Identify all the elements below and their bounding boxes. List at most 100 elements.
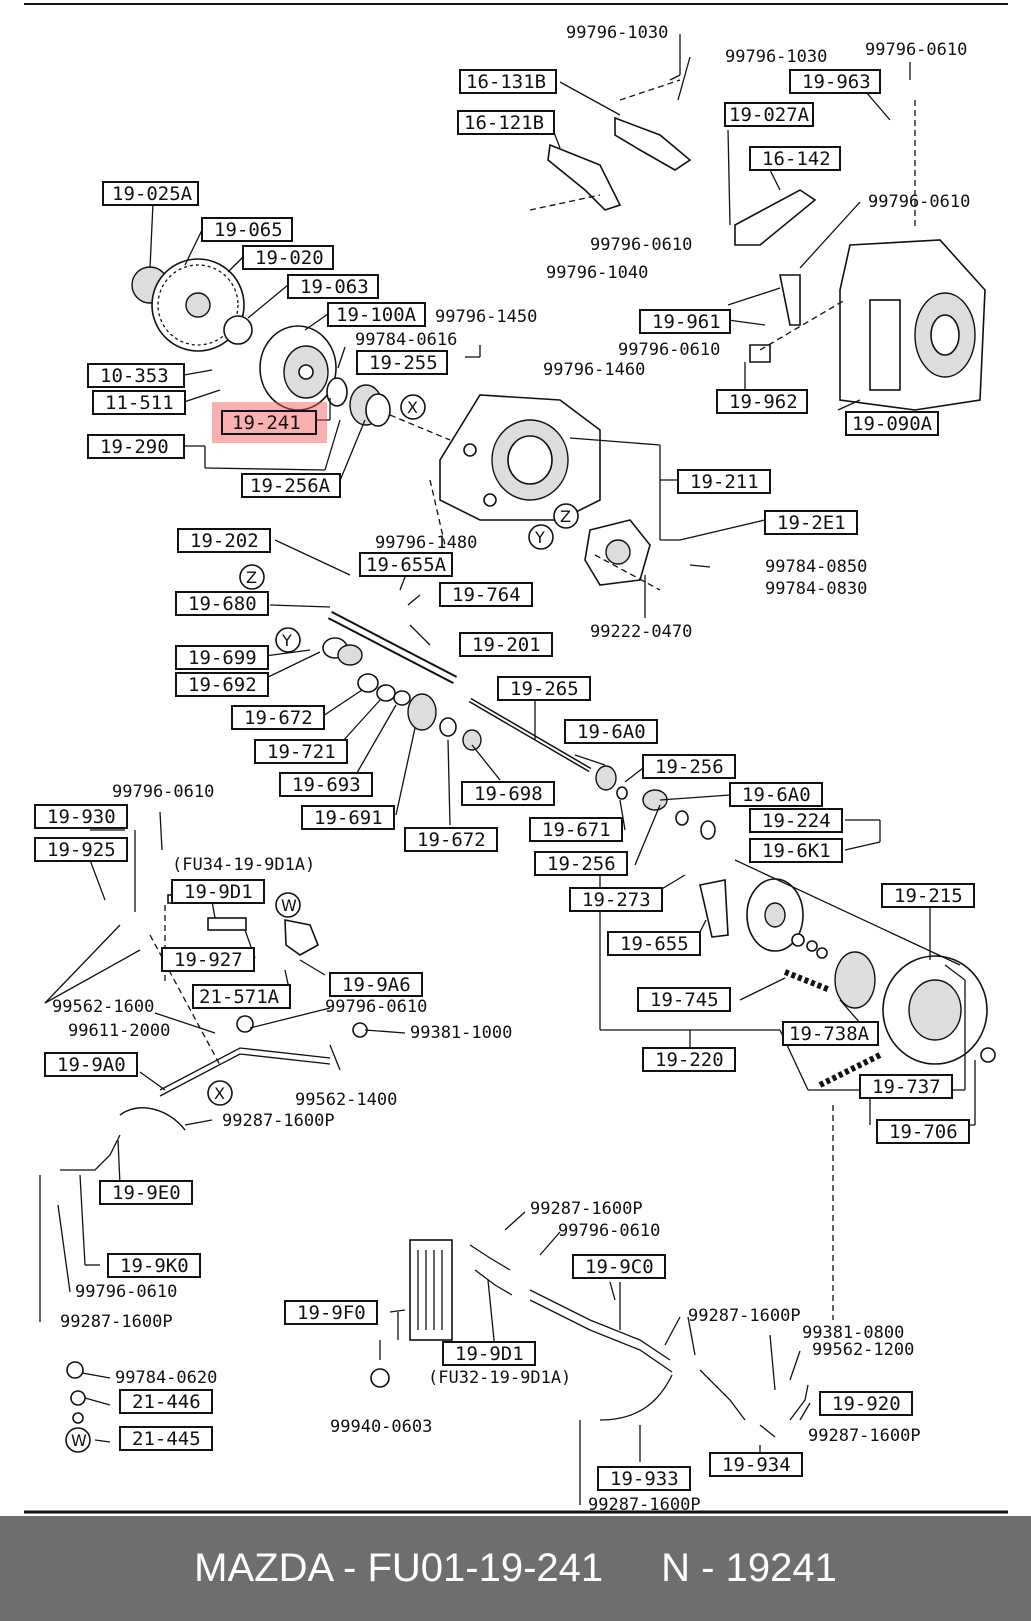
callout-19-699[interactable]: 19-699 [175,645,269,670]
callout-19-721[interactable]: 19-721 [254,739,348,764]
callout-19-691[interactable]: 19-691 [301,805,395,830]
callout-19-9D1-b[interactable]: 19-9D1 [442,1341,536,1366]
pn-99562-1200: 99562-1200 [812,1340,914,1360]
callout-19-930[interactable]: 19-930 [34,804,128,829]
callout-19-241[interactable]: 19-241 [221,410,317,435]
callout-19-020[interactable]: 19-020 [242,245,334,270]
callout-19-764[interactable]: 19-764 [439,582,533,607]
svg-text:19-9F0: 19-9F0 [297,1302,366,1324]
callout-19-220[interactable]: 19-220 [642,1047,736,1072]
callout-21-445[interactable]: 21-445 [119,1426,213,1451]
callout-19-920[interactable]: 19-920 [819,1391,913,1416]
pn-99222-0470: 99222-0470 [590,622,692,642]
svg-text:X: X [407,398,418,417]
svg-text:19-211: 19-211 [690,471,759,493]
callout-19-256A[interactable]: 19-256A [241,473,341,498]
callout-19-202[interactable]: 19-202 [177,528,271,553]
note-fu32: (FU32-19-9D1A) [428,1368,571,1388]
callout-16-131B[interactable]: 16-131B [459,69,557,94]
callout-19-215[interactable]: 19-215 [881,883,975,908]
callout-21-571A[interactable]: 21-571A [192,984,291,1009]
callout-19-6K1[interactable]: 19-6K1 [749,838,843,863]
callout-19-063[interactable]: 19-063 [287,274,379,299]
svg-text:16-121B: 16-121B [464,112,544,134]
callout-19-672-b[interactable]: 19-672 [404,827,498,852]
transaxle-case-drawing [439,394,601,521]
svg-text:19-090A: 19-090A [852,413,933,435]
callout-19-9A0[interactable]: 19-9A0 [44,1052,138,1077]
callout-16-142[interactable]: 16-142 [749,146,841,171]
callout-19-962[interactable]: 19-962 [716,389,808,414]
callout-19-100A[interactable]: 19-100A [327,302,426,327]
pn-99381-1000: 99381-1000 [410,1023,512,1043]
callout-19-737[interactable]: 19-737 [859,1074,953,1099]
callout-19-9F0[interactable]: 19-9F0 [284,1300,378,1325]
callout-19-706[interactable]: 19-706 [876,1119,970,1144]
callout-19-672-a[interactable]: 19-672 [231,705,325,730]
svg-text:19-699: 19-699 [188,647,257,669]
pn-99287-1600P-b: 99287-1600P [60,1312,173,1332]
callout-19-224[interactable]: 19-224 [749,808,843,833]
pn-99784-0616: 99784-0616 [355,330,457,350]
callout-19-2E1[interactable]: 19-2E1 [764,510,858,535]
svg-text:19-255: 19-255 [369,352,438,374]
callout-19-201[interactable]: 19-201 [459,632,553,657]
callout-19-693[interactable]: 19-693 [279,772,373,797]
callout-19-934[interactable]: 19-934 [709,1452,803,1477]
differential-drawing [699,878,996,1088]
callout-19-273[interactable]: 19-273 [569,887,663,912]
callout-19-090A[interactable]: 19-090A [845,411,939,436]
callout-19-6A0-a[interactable]: 19-6A0 [564,719,658,744]
callout-19-698[interactable]: 19-698 [461,781,555,806]
pn-99796-1450: 99796-1450 [435,307,537,327]
svg-text:19-027A: 19-027A [729,104,810,126]
callout-19-9D1-a[interactable]: 19-9D1 [171,879,265,904]
exploded-view-svg: 19-025A 19-065 19-020 19-063 19-100A 10-… [24,3,1008,1515]
callout-19-738A[interactable]: 19-738A [782,1021,879,1046]
callout-19-9A6[interactable]: 19-9A6 [329,972,423,997]
callout-11-511[interactable]: 11-511 [92,390,186,415]
callout-19-290[interactable]: 19-290 [87,434,185,459]
callout-19-025A[interactable]: 19-025A [102,181,199,206]
svg-text:19-063: 19-063 [300,276,369,298]
dashed-alignment-lines [149,79,916,1320]
callout-19-655[interactable]: 19-655 [607,931,701,956]
highlighted-part-marker [212,402,327,443]
callout-19-9K0[interactable]: 19-9K0 [107,1253,201,1278]
callout-19-692[interactable]: 19-692 [175,672,269,697]
callout-19-655A[interactable]: 19-655A [359,552,453,577]
callout-19-963[interactable]: 19-963 [789,69,881,94]
callout-19-256-a[interactable]: 19-256 [642,754,736,779]
pn-99784-0850: 99784-0850 [765,557,867,577]
oil-pump-drawing [584,519,651,586]
svg-text:Z: Z [246,568,257,587]
callout-19-925[interactable]: 19-925 [34,837,128,862]
svg-text:21-446: 21-446 [132,1391,201,1413]
callout-19-211[interactable]: 19-211 [677,469,771,494]
callout-21-446[interactable]: 21-446 [119,1389,213,1414]
callout-19-255[interactable]: 19-255 [356,350,448,375]
svg-text:W: W [71,1431,87,1450]
pn-99796-0610-d: 99796-0610 [618,340,720,360]
callout-10-353[interactable]: 10-353 [87,363,185,388]
callout-16-121B[interactable]: 16-121B [457,110,555,135]
callout-19-745[interactable]: 19-745 [637,987,731,1012]
callout-19-9E0[interactable]: 19-9E0 [99,1180,193,1205]
svg-text:19-672: 19-672 [244,707,313,729]
callout-19-671[interactable]: 19-671 [529,817,623,842]
svg-text:19-025A: 19-025A [112,183,193,205]
svg-text:19-737: 19-737 [872,1076,941,1098]
callout-19-961[interactable]: 19-961 [639,309,731,334]
callout-19-027A[interactable]: 19-027A [724,102,814,127]
callout-19-265[interactable]: 19-265 [497,676,591,701]
callout-19-680[interactable]: 19-680 [175,591,269,616]
callout-19-933[interactable]: 19-933 [597,1466,691,1491]
callout-19-9C0[interactable]: 19-9C0 [572,1254,666,1279]
svg-text:19-215: 19-215 [894,885,963,907]
callout-19-065[interactable]: 19-065 [201,217,293,242]
callout-19-6A0-b[interactable]: 19-6A0 [729,782,823,807]
callout-19-927[interactable]: 19-927 [161,947,255,972]
shaft-drawing [322,611,716,840]
callout-19-256-b[interactable]: 19-256 [534,851,628,876]
svg-text:16-142: 16-142 [762,148,831,170]
